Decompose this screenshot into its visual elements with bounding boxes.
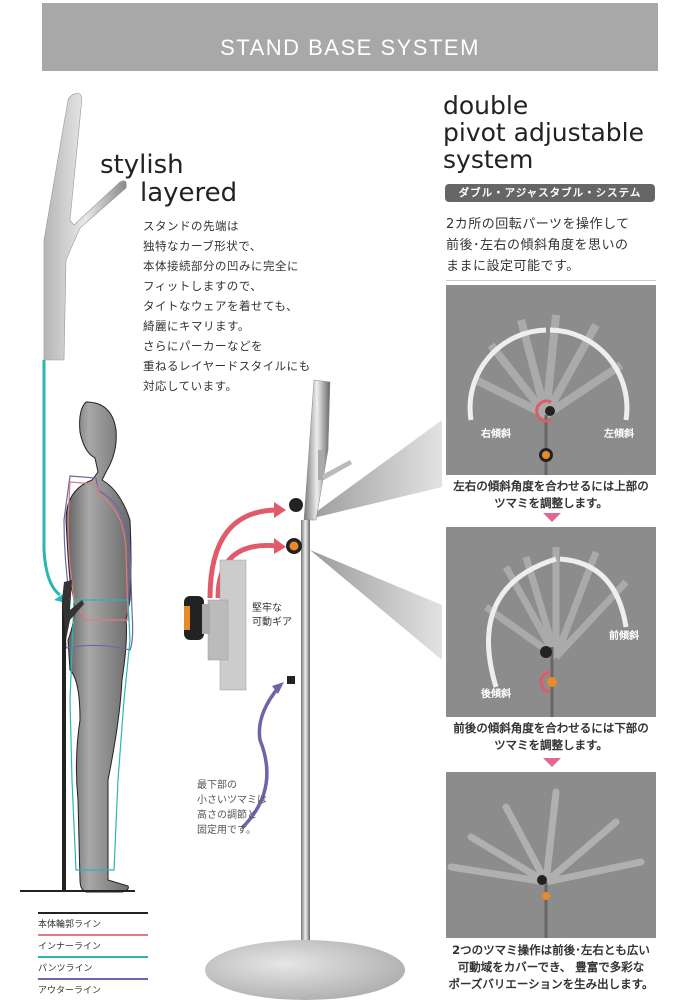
legend-swatch-inner: [38, 934, 148, 936]
stylish-heading: stylish: [100, 150, 184, 180]
back-tilt-label: 後傾斜: [481, 689, 511, 700]
divider: [446, 280, 656, 281]
right-tilt-label: 右傾斜: [481, 429, 511, 440]
gear-label: 堅牢な 可動ギア: [252, 603, 292, 628]
down-arrow-icon: [543, 758, 561, 767]
layered-heading: layered: [140, 178, 238, 208]
stand-illustration: [184, 379, 442, 1000]
legend-item: インナーライン: [38, 934, 153, 952]
side-tilt-photo: 右傾斜 左傾斜: [446, 285, 656, 475]
double-pivot-heading: double pivot adjustable system: [443, 91, 644, 174]
front-back-tilt-photo: 後傾斜 前傾斜: [446, 527, 656, 717]
double-adjustable-badge: ダブル・アジャスタブル・システム: [445, 184, 655, 202]
page-title: STAND BASE SYSTEM: [220, 35, 480, 60]
header-banner: STAND BASE SYSTEM: [42, 3, 658, 71]
legend-swatch-pants: [38, 956, 148, 958]
stylish-description: スタンドの先端は 独特なカーブ形状で、 本体接続部分の凹みに完全に フィットしま…: [143, 219, 311, 393]
side-tilt-diagram: [467, 314, 630, 475]
legend-swatch-outer: [38, 978, 148, 980]
front-tilt-label: 前傾斜: [609, 631, 639, 642]
mannequin-illustration: [20, 93, 135, 893]
side-tilt-caption: 左右の傾斜角度を合わせるには上部の ツマミを調整します。: [453, 479, 649, 510]
legend-swatch-outline: [38, 912, 148, 914]
combined-pose-photo: [446, 772, 656, 938]
legend-item: アウターライン: [38, 978, 153, 996]
front-back-tilt-diagram: [483, 547, 629, 717]
lower-knob-note: 最下部の 小さいツマミは 高さの調節と 固定用です。: [197, 780, 267, 836]
down-arrow-icon: [543, 513, 561, 522]
line-legend: 本体輪郭ライン インナーライン パンツライン アウターライン: [38, 912, 153, 996]
legend-item: 本体輪郭ライン: [38, 912, 153, 930]
combined-pose-caption: 2つのツマミ操作は前後･左右とも広い 可動域をカバーでき、 豊富で多彩な ポーズ…: [448, 943, 654, 991]
front-back-tilt-caption: 前後の傾斜角度を合わせるには下部の ツマミを調整します。: [453, 721, 649, 752]
legend-item: パンツライン: [38, 956, 153, 974]
combined-pose-diagram: [447, 788, 645, 938]
left-tilt-label: 左傾斜: [604, 429, 634, 440]
pivot-intro: 2カ所の回転パーツを操作して 前後･左右の傾斜角度を思いの ままに設定可能です。: [446, 217, 630, 274]
